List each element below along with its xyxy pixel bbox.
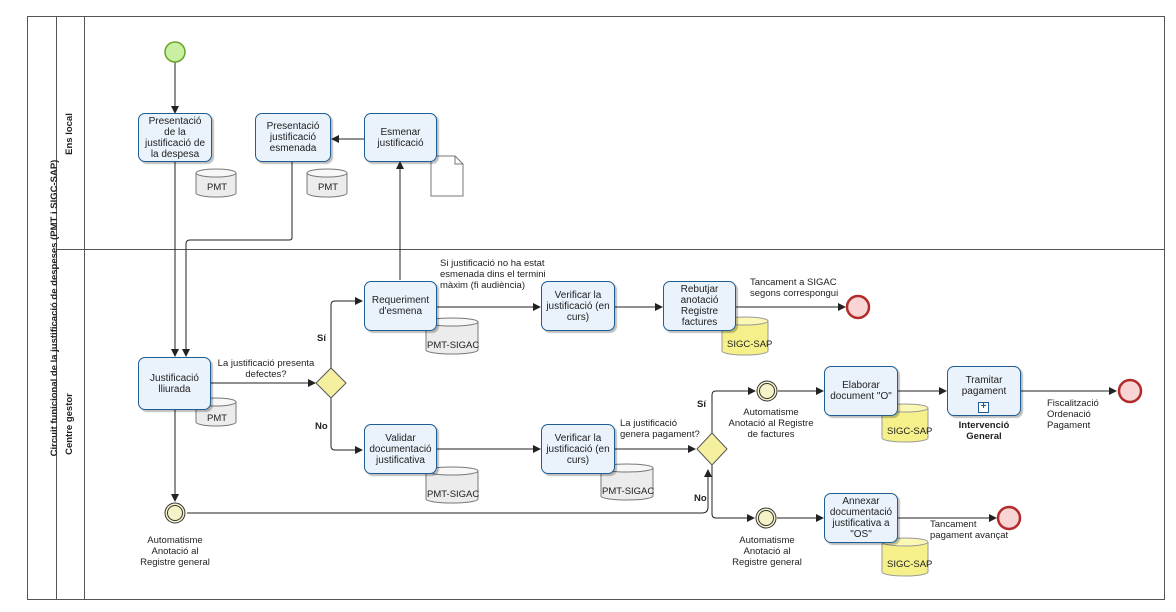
gateway-pagament-question: La justificació genera pagament? <box>620 418 700 440</box>
end-event-avancat <box>996 505 1022 531</box>
task-requeriment: Requeriment d'esmena <box>364 281 437 331</box>
subprocess-plus-icon: + <box>978 402 989 413</box>
task-presentacio: Presentació de la justificació de la des… <box>138 113 212 162</box>
flow-label-si2: Sí <box>697 399 706 410</box>
label-sigc-sap3: SIGC-SAP <box>887 559 933 570</box>
auto-general-right-label: Automatisme Anotació al Registre general <box>732 535 802 568</box>
flow-esmenada-to-lliurada <box>182 162 293 357</box>
flow-gw2-to-auto-factures <box>711 387 756 433</box>
task-tramitar-label: Tramitar pagament <box>961 375 1007 397</box>
task-verificar2: Verificar la justificació (en curs) <box>541 424 615 474</box>
intervencio-label: Intervenció General <box>958 420 1010 442</box>
label-pmt-sigac1: PMT-SIGAC <box>427 340 480 351</box>
flow-label-no1: No <box>315 421 328 432</box>
tancament-sigac-note: Tancament a SIGAC segons correspongui <box>750 277 839 299</box>
gateway-defectes-question: La justificació presenta defectes? <box>217 358 315 380</box>
task-elaborar: Elaborar document "O" <box>824 366 898 416</box>
label-sigc-sap1: SIGC-SAP <box>727 339 773 350</box>
datastore-sigc-sap2 <box>881 403 929 443</box>
label-pmt2: PMT <box>318 182 339 193</box>
flow-label-si1: Sí <box>317 333 326 344</box>
auto-factures-label: Automatisme Anotació al Registre de fact… <box>728 407 814 440</box>
requeriment-note: Si justificació no ha estat esmenada din… <box>440 258 546 291</box>
pool-label-divider <box>56 16 57 600</box>
datastore-pmt1 <box>195 168 237 198</box>
datastore-pmt2 <box>306 168 348 198</box>
task-tramitar: Tramitar pagament <box>947 366 1021 416</box>
label-pmt3: PMT <box>207 413 228 424</box>
label-pmt-sigac2: PMT-SIGAC <box>427 489 480 500</box>
label-pmt1: PMT <box>207 182 228 193</box>
end-event-pagament <box>1117 378 1143 404</box>
fiscalitzacio-note: Fiscalització Ordenació Pagament <box>1047 398 1099 431</box>
datastore-pmt-sigac2 <box>425 466 479 504</box>
lane-label-divider <box>84 16 85 600</box>
task-verificar1: Verificar la justificació (en curs) <box>541 281 615 331</box>
flow-auto-left-to-gw2 <box>187 469 712 514</box>
label-sigc-sap2: SIGC-SAP <box>887 426 933 437</box>
gateway-defectes <box>315 367 347 399</box>
intermediate-event-factures <box>756 380 778 402</box>
task-rebutjar: Rebutjar anotació Registre factures <box>663 281 736 331</box>
intermediate-event-general-right <box>755 507 777 529</box>
flow-gw2-to-auto-general <box>711 465 755 522</box>
document-icon <box>430 155 464 197</box>
auto-general-left-label: Automatisme Anotació al Registre general <box>140 535 210 568</box>
flow-gw1-to-requeriment <box>330 297 363 368</box>
flow-label-no2: No <box>694 493 707 504</box>
end-event-rebutjar <box>845 294 871 320</box>
pool-border <box>27 16 1165 600</box>
task-presentacio-esmenada: Presentació justificació esmenada <box>255 113 331 162</box>
task-esmenar: Esmenar justificació <box>364 113 437 162</box>
task-annexar: Annexar documentació justificativa a "OS… <box>824 493 898 543</box>
label-pmt-sigac3: PMT-SIGAC <box>602 486 655 497</box>
lane-divider <box>56 249 1165 250</box>
datastore-pmt-sigac1 <box>425 317 479 355</box>
start-event <box>164 41 186 63</box>
datastore-sigc-sap3 <box>881 537 929 577</box>
task-justificacio-lliurada: Justificació lliurada <box>138 357 211 410</box>
intermediate-event-general-left <box>164 502 186 524</box>
gateway-pagament <box>696 432 728 466</box>
task-validar: Validar documentació justificativa <box>364 424 437 474</box>
tancament-avancat-note: Tancament pagament avançat <box>930 519 1009 541</box>
flow-gw1-to-validar <box>330 398 363 454</box>
